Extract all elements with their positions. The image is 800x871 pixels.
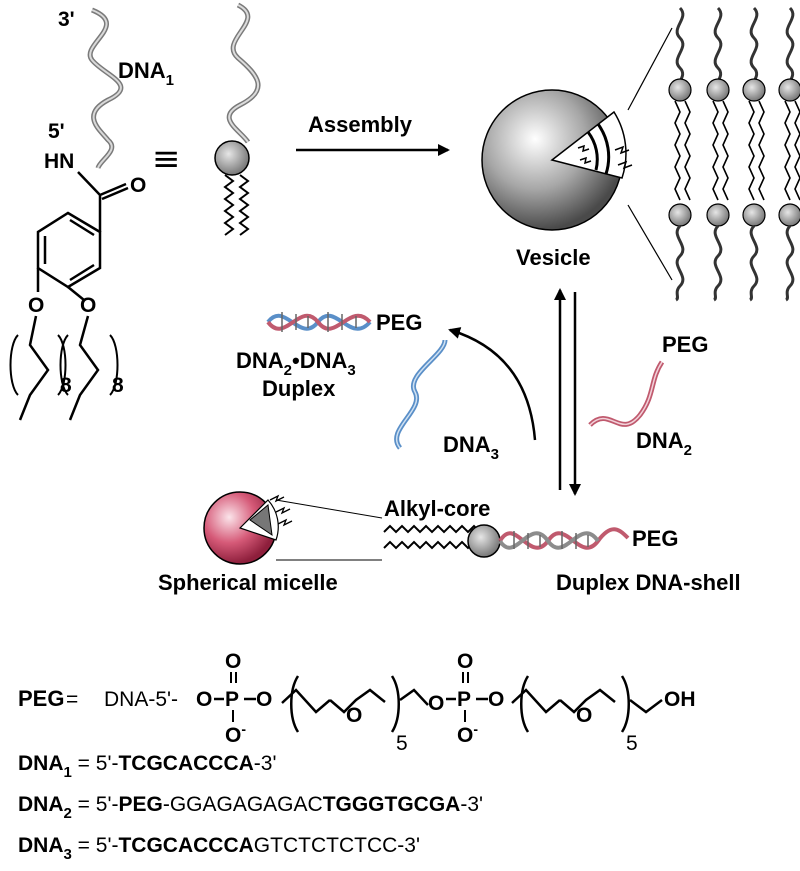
bilayer-strand-top <box>785 6 795 83</box>
equivalence-symbol: ≡ <box>152 139 181 179</box>
bilayer-strand-bottom <box>785 224 795 302</box>
micelle-label: Spherical micelle <box>158 570 338 595</box>
po-o-top1: O <box>225 650 241 673</box>
bilayer-strand-top <box>713 6 723 83</box>
dna2-peg-label: PEG <box>662 332 708 357</box>
carbonyl-o-label: O <box>130 174 146 197</box>
dna2-label: DNA2 <box>636 428 692 459</box>
peg-formula-eq: = <box>66 688 78 711</box>
assembly-label: Assembly <box>308 112 413 137</box>
bilayer-head-bottom <box>778 203 800 227</box>
ether-o1-label: O <box>28 294 44 317</box>
peg-n1: 5 <box>396 732 408 755</box>
head-sphere <box>214 140 250 176</box>
alkyl-core-label: Alkyl-core <box>384 496 490 521</box>
peg-o1: O <box>346 704 362 727</box>
po-o3: O <box>428 692 444 715</box>
duplex-dna2-dna3 <box>266 312 372 332</box>
end-3-label: 3' <box>58 8 75 31</box>
po-o4: O <box>488 688 504 711</box>
duplex-shell-label: Duplex DNA-shell <box>556 570 741 595</box>
peg-shell-label: PEG <box>632 526 678 551</box>
vesicle: Vesicle <box>481 27 673 281</box>
bilayer-head-top <box>742 78 766 102</box>
bilayer-head-bottom <box>706 203 730 227</box>
po-o2: O <box>256 688 272 711</box>
bilayer-head-top <box>778 78 800 102</box>
bilayer-strand-bottom <box>713 224 723 302</box>
vesicle-label: Vesicle <box>516 245 591 270</box>
po-o-minus1: O- <box>225 721 246 747</box>
peg-formula-dna5: DNA-5'- <box>104 688 178 711</box>
chain-count-2: 8 <box>112 374 124 397</box>
benzene-ring <box>36 211 102 289</box>
po-p1: P <box>225 688 239 711</box>
po-o-top2: O <box>457 650 473 673</box>
release-arrow <box>448 327 537 441</box>
bilayer-head-bottom <box>742 203 766 227</box>
po-p2: P <box>457 688 471 711</box>
dna1-label: DNA1 <box>118 58 174 89</box>
bilayer-head-top <box>668 78 692 102</box>
bilayer-head-bottom <box>668 203 692 227</box>
bilayer-strand-top <box>749 6 759 83</box>
dna3-strand <box>394 339 448 450</box>
peg-top-label: PEG <box>376 310 422 335</box>
duplex-dna-label: DNA2•DNA3 <box>236 348 356 379</box>
dna1-strand-left <box>87 7 124 170</box>
po-o-minus2: O- <box>457 721 478 747</box>
bilayer-membrane <box>668 6 800 302</box>
peg-formula-lhs: PEG <box>18 686 64 711</box>
po-o1: O <box>196 688 212 711</box>
sequence-dna1: DNA1 = 5'-TCGCACCCA-3' <box>18 752 277 781</box>
sequence-dna2: DNA2 = 5'-PEG-GGAGAGAGACTGGGTGCGA-3' <box>18 793 484 822</box>
bilayer-head-top <box>706 78 730 102</box>
peg-n2: 5 <box>626 732 638 755</box>
chain-count-1: 8 <box>60 374 72 397</box>
end-5-label: 5' <box>48 120 65 143</box>
peg-o2: O <box>576 704 592 727</box>
spherical-micelle <box>203 491 383 565</box>
dna3-label: DNA3 <box>443 432 499 463</box>
bilayer-strand-top <box>675 6 685 83</box>
bilayer-strand-bottom <box>675 224 685 302</box>
duplex-word: Duplex <box>262 376 336 401</box>
peg-oh: OH <box>664 688 696 711</box>
sequence-dna3: DNA3 = 5'-TCGCACCCAGTCTCTCTCC-3' <box>18 834 420 863</box>
amphiphile-structure: 3' DNA1 5' HN O O O 8 8 <box>9 7 174 421</box>
bilayer-strand-bottom <box>749 224 759 302</box>
ether-o2-label: O <box>80 294 96 317</box>
micelle-amphiphile <box>383 524 630 558</box>
peg-formula: PEG = DNA-5'- O P O O O- O 5 O P O O O- … <box>18 650 696 755</box>
nh-label: HN <box>44 150 74 173</box>
amphiphile-cartoon <box>214 2 261 236</box>
